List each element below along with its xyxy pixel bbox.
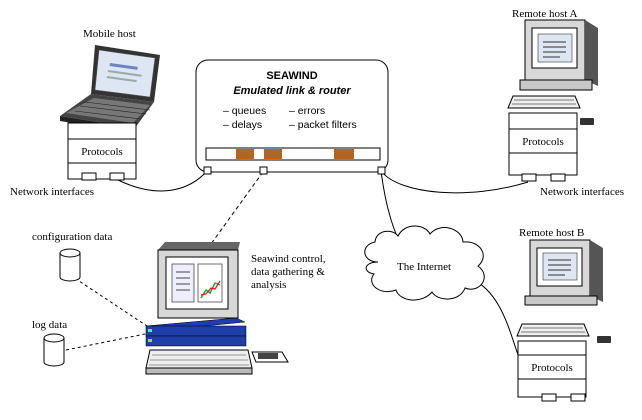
link-seawind-to-remote-a: [380, 170, 529, 194]
seawind-box: SEAWIND Emulated link & router – queues …: [195, 59, 389, 175]
control-server-stack: [145, 317, 247, 347]
remote-b-protocol-stack: Protocols: [517, 340, 587, 402]
network-interfaces-left-label: Network interfaces: [10, 186, 94, 198]
control-monitor-icon: [157, 242, 240, 319]
feature-delays: – delays: [223, 119, 262, 131]
link-mobile-to-seawind: [117, 170, 208, 192]
internet-cloud: The Internet: [364, 225, 485, 301]
control-text-line2: data gathering &: [251, 266, 325, 278]
mobile-host: Mobile host Protocols Network interfa: [10, 28, 160, 198]
seawind-subtitle: Emulated link & router: [233, 85, 351, 97]
mobile-protocol-stack: Protocols: [67, 122, 137, 181]
log-data: log data: [32, 319, 67, 367]
remote-a-protocols-label: Protocols: [522, 136, 564, 148]
remote-b-protocols-label: Protocols: [531, 362, 573, 374]
remote-host-b: Remote host B Protocols: [516, 227, 611, 402]
mobile-interface-2: [109, 172, 125, 181]
keyboard-icon: [145, 349, 253, 375]
remote-a-protocol-stack: Protocols: [508, 112, 578, 182]
dashed-logdata-to-control: [65, 332, 151, 351]
database-icon: [43, 333, 65, 367]
control-text-line3: analysis: [251, 279, 286, 291]
configuration-data: configuration data: [32, 231, 112, 282]
remote-host-a: Remote host A Protocols Network interfac…: [507, 8, 624, 198]
mouse-icon: [251, 351, 289, 363]
desktop-computer-icon: [507, 19, 598, 125]
mobile-interface-1: [81, 172, 97, 181]
router-slot-1: [236, 149, 254, 159]
feature-packet-filters: – packet filters: [289, 119, 357, 131]
remote-a-interface-2: [550, 173, 566, 182]
desktop-computer-icon: [516, 239, 611, 343]
remote-b-interface-1: [541, 393, 557, 402]
seawind-title: SEAWIND: [266, 70, 317, 82]
router-slot-2: [264, 149, 282, 159]
seawind-port-middle: [259, 166, 268, 175]
feature-queues: – queues: [223, 105, 266, 117]
chart-line-red: [200, 280, 221, 296]
router-slot-3: [334, 149, 354, 159]
feature-errors: – errors: [289, 105, 325, 117]
laptop-icon: [60, 45, 160, 133]
remote-b-interface-2: [570, 393, 586, 402]
chart-line-green: [200, 282, 221, 299]
seawind-port-right: [377, 166, 386, 175]
remote-a-interface-1: [521, 173, 537, 182]
mobile-host-label: Mobile host: [83, 28, 136, 40]
remote-host-b-label: Remote host B: [519, 227, 584, 239]
network-interfaces-right-label: Network interfaces: [540, 186, 624, 198]
router-bar: [205, 147, 381, 161]
configuration-data-label: configuration data: [32, 231, 112, 243]
database-icon: [59, 248, 81, 282]
control-computer: Seawind control, data gathering & analys…: [145, 242, 326, 375]
log-data-label: log data: [32, 319, 67, 331]
control-text-line1: Seawind control,: [251, 253, 326, 265]
internet-label: The Internet: [397, 261, 451, 273]
dashed-configdata-to-control: [69, 274, 151, 329]
seawind-port-left: [203, 166, 212, 175]
mobile-protocols-label: Protocols: [81, 146, 123, 158]
dashed-control-to-seawind: [202, 171, 264, 256]
remote-host-a-label: Remote host A: [512, 8, 577, 20]
